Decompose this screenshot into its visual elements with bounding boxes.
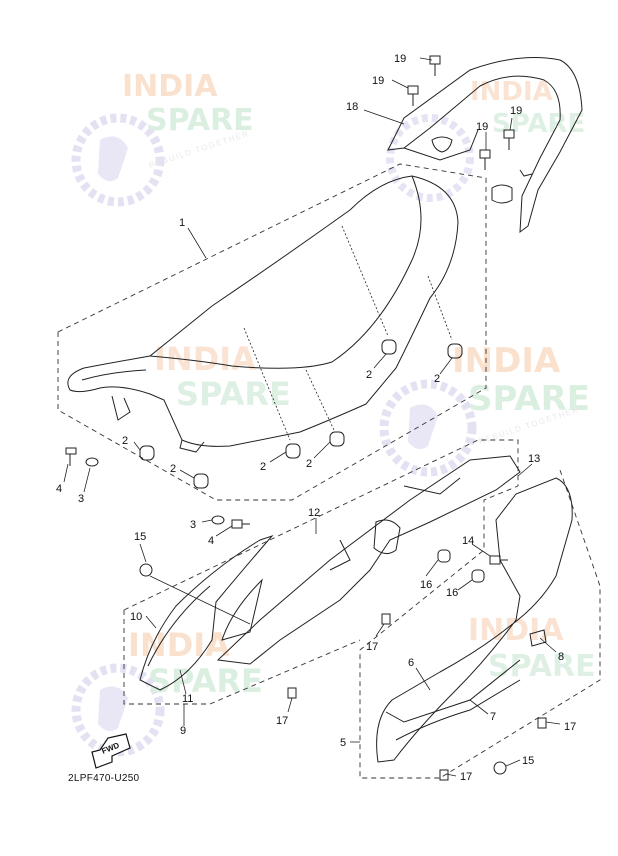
leader-lines bbox=[63, 57, 561, 777]
watermark-line2: SPARE bbox=[148, 662, 263, 700]
callout-12: 12 bbox=[308, 507, 320, 519]
callout-7: 7 bbox=[490, 711, 496, 723]
nut-17c bbox=[537, 717, 547, 729]
callout-4a: 4 bbox=[56, 483, 62, 495]
screw-15a bbox=[139, 563, 153, 577]
callout-5: 5 bbox=[340, 737, 346, 749]
callout-15a: 15 bbox=[134, 531, 146, 543]
watermark-line2: SPARE bbox=[468, 379, 590, 419]
double-seat bbox=[67, 175, 459, 453]
grab-bar bbox=[387, 57, 583, 234]
callout-3a: 3 bbox=[78, 493, 84, 505]
callout-19d: 19 bbox=[476, 121, 488, 133]
callout-4b: 4 bbox=[208, 535, 214, 547]
callout-18: 18 bbox=[346, 101, 358, 113]
callout-2a: 2 bbox=[122, 435, 128, 447]
fwd-arrow: FWD bbox=[91, 733, 131, 769]
watermark-line2: SPARE bbox=[176, 375, 291, 413]
callout-11: 11 bbox=[182, 693, 193, 705]
callout-19c: 19 bbox=[510, 105, 522, 117]
left-side-cover bbox=[139, 534, 274, 691]
callout-17c: 17 bbox=[564, 721, 576, 733]
callout-10: 10 bbox=[130, 611, 142, 623]
right-side-cover bbox=[376, 477, 573, 763]
damper-2c bbox=[285, 443, 301, 459]
callout-14: 14 bbox=[462, 535, 474, 547]
fasteners bbox=[65, 55, 547, 781]
bolt-4a bbox=[65, 447, 77, 466]
watermark-line1: INDIA bbox=[154, 340, 256, 378]
screw-15b bbox=[493, 761, 507, 775]
washer-3b bbox=[211, 515, 225, 525]
watermark-bottom-left: INDIA SPARE bbox=[71, 626, 263, 757]
bolt-19b bbox=[407, 85, 419, 106]
callout-2c: 2 bbox=[260, 461, 266, 473]
seat-group-outline bbox=[57, 163, 487, 501]
callout-2b: 2 bbox=[170, 463, 176, 475]
damper-2f bbox=[447, 343, 463, 359]
watermark-line1: INDIA bbox=[452, 341, 561, 381]
bolt-4b bbox=[231, 519, 250, 529]
callout-8: 8 bbox=[558, 651, 564, 663]
watermark-middle-right: INDIA SPARE REBUILD TOGETHER bbox=[379, 341, 590, 477]
watermark-line1: INDIA bbox=[122, 69, 218, 104]
callout-2e: 2 bbox=[366, 369, 372, 381]
callout-2f: 2 bbox=[434, 373, 440, 385]
watermark-line1: INDIA bbox=[128, 626, 230, 664]
damper-2a bbox=[139, 445, 155, 461]
callout-15b: 15 bbox=[522, 755, 534, 767]
callout-17a: 17 bbox=[366, 641, 378, 653]
callout-2d: 2 bbox=[306, 458, 312, 470]
damper-16b bbox=[471, 569, 485, 583]
damper-2b bbox=[193, 473, 209, 489]
watermark-line2: SPARE bbox=[492, 109, 585, 139]
callout-16b: 16 bbox=[446, 587, 458, 599]
nut-17d bbox=[439, 769, 449, 781]
callout-9: 9 bbox=[180, 725, 186, 737]
nut-17a bbox=[381, 613, 391, 625]
callout-6: 6 bbox=[408, 657, 414, 669]
callout-19b: 19 bbox=[372, 75, 384, 87]
left-side-cover-outline bbox=[123, 610, 361, 705]
callout-13: 13 bbox=[528, 453, 540, 465]
damper-16a bbox=[437, 549, 451, 563]
callout-3b: 3 bbox=[190, 519, 196, 531]
callout-17d: 17 bbox=[460, 771, 472, 783]
damper-2d bbox=[329, 431, 345, 447]
watermark-line1: INDIA bbox=[470, 77, 553, 107]
watermark-line2: SPARE bbox=[488, 649, 596, 684]
callout-17b: 17 bbox=[276, 715, 288, 727]
watermark-top-left: INDIA SPARE REBUILD TOGETHER bbox=[71, 69, 254, 207]
damper-set bbox=[139, 339, 463, 489]
watermark-line2: SPARE bbox=[146, 103, 254, 138]
watermark-bottom-right: INDIA SPARE bbox=[468, 613, 596, 684]
bolt-19c bbox=[503, 129, 515, 150]
callout-19a: 19 bbox=[394, 53, 406, 65]
bolt-19a bbox=[429, 55, 441, 76]
callout-16a: 16 bbox=[420, 579, 432, 591]
washer-3a bbox=[85, 457, 99, 467]
damper-2e bbox=[381, 339, 397, 355]
callout-labels: 1 2 2 2 2 2 2 3 3 4 4 5 6 7 8 9 10 11 12… bbox=[56, 53, 576, 783]
watermark-top-right: INDIA SPARE bbox=[386, 77, 585, 202]
bolt-14 bbox=[489, 555, 508, 565]
rear-cover-group-outline bbox=[123, 439, 601, 779]
rear-center-cover bbox=[216, 455, 521, 665]
bolt-19d bbox=[479, 149, 491, 170]
watermark-middle-left: INDIA SPARE bbox=[154, 340, 291, 413]
diagram-code: 2LPF470-U250 bbox=[68, 773, 140, 784]
nut-17b bbox=[287, 687, 297, 699]
callout-1: 1 bbox=[179, 217, 185, 229]
